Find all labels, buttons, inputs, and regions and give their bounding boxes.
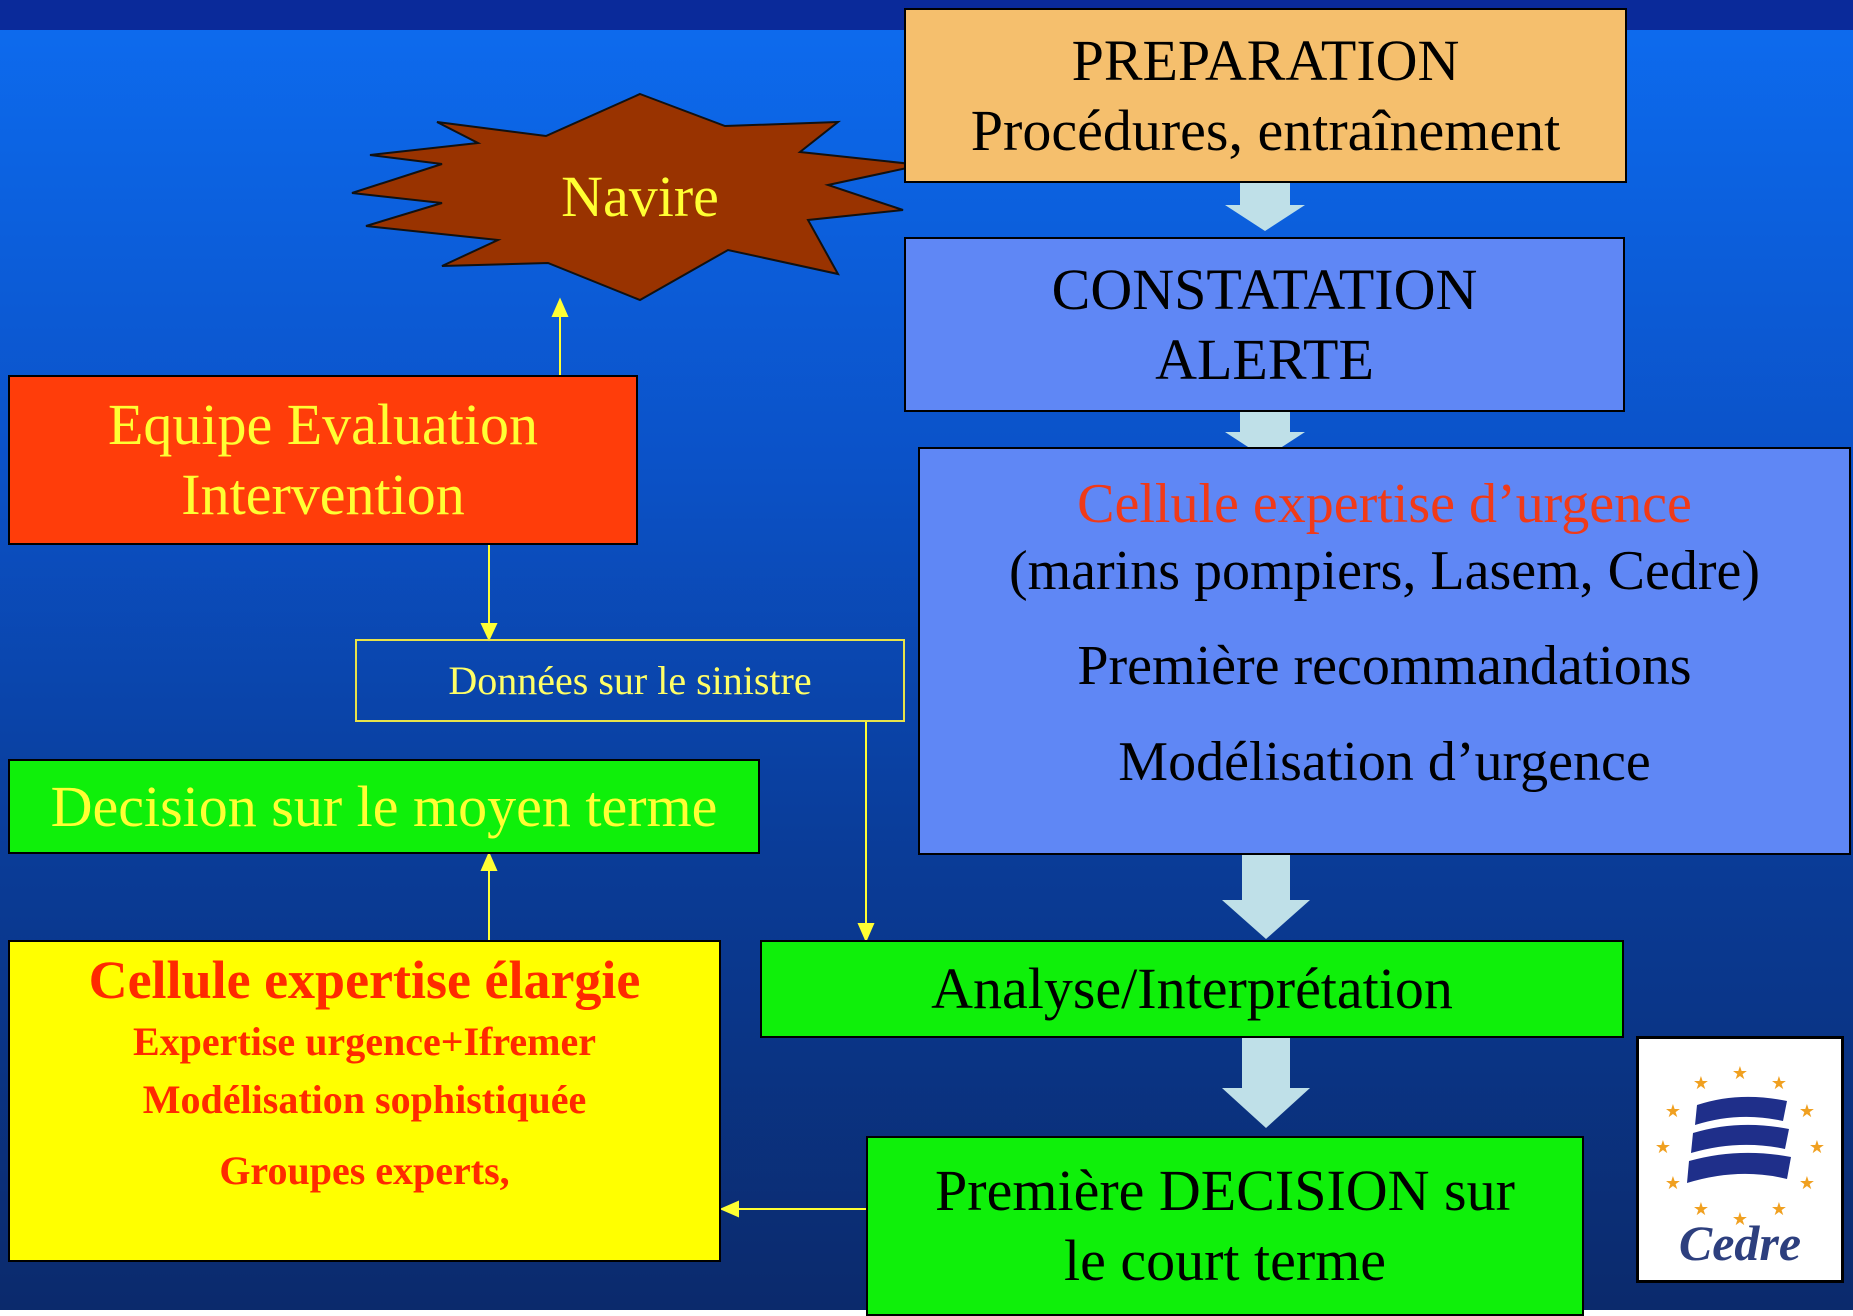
svg-text:★: ★ [1665,1173,1681,1193]
constatation-box: CONSTATATION ALERTE [904,237,1625,412]
cellule-elargie-line2: Modélisation sophistiquée [142,1076,587,1122]
navire-star-shape [351,92,922,302]
equipe-evaluation-box: Equipe Evaluation Intervention [8,375,638,545]
svg-text:★: ★ [1809,1137,1825,1157]
constatation-subtitle: ALERTE [1155,326,1374,392]
svg-text:★: ★ [1771,1199,1787,1219]
arrow-cellule-to-analyse [1222,855,1310,939]
donnees-sinistre-box: Données sur le sinistre [355,639,905,722]
cellule-urgence-title: Cellule expertise d’urgence [1077,473,1692,535]
premiere-decision-line2: le court terme [1063,1228,1387,1293]
svg-text:★: ★ [1693,1073,1709,1093]
cellule-urgence-box: Cellule expertise d’urgence (marins pomp… [918,447,1851,855]
cellule-elargie-title: Cellule expertise élargie [88,950,641,1010]
svg-text:★: ★ [1693,1199,1709,1219]
analyse-label: Analyse/Interprétation [931,956,1453,1022]
svg-text:★: ★ [1799,1173,1815,1193]
cedre-logo: ★ ★ ★ ★ ★ ★ ★ ★ ★ ★ ★ ★ Cedre [1636,1036,1844,1283]
svg-text:★: ★ [1771,1073,1787,1093]
analyse-box: Analyse/Interprétation [760,940,1624,1038]
arrow-preparation-to-constatation [1225,183,1305,231]
cedre-emblem-icon: ★ ★ ★ ★ ★ ★ ★ ★ ★ ★ ★ ★ [1655,1063,1825,1229]
svg-text:★: ★ [1655,1137,1671,1157]
premiere-decision-line1: Première DECISION sur [935,1158,1515,1224]
preparation-title: PREPARATION [1071,27,1460,93]
equipe-line2: Intervention [181,462,465,527]
cellule-urgence-members: (marins pompiers, Lasem, Cedre) [1008,540,1761,603]
svg-text:★: ★ [1732,1063,1748,1083]
equipe-line1: Equipe Evaluation [107,392,539,458]
constatation-title: CONSTATATION [1051,256,1478,322]
svg-text:★: ★ [1732,1209,1748,1229]
svg-text:★: ★ [1665,1101,1681,1121]
svg-text:★: ★ [1799,1101,1815,1121]
arrow-constatation-to-cellule [1225,412,1305,458]
arrow-analyse-to-premiere-decision [1222,1038,1310,1128]
premiere-decision-box: Première DECISION sur le court terme [866,1136,1584,1316]
cellule-urgence-modelisation: Modélisation d’urgence [1118,730,1651,793]
decision-moyen-terme-box: Decision sur le moyen terme [8,759,760,854]
cellule-elargie-box: Cellule expertise élargie Expertise urge… [8,940,721,1262]
navire-label: Navire [561,164,719,229]
preparation-subtitle: Procédures, entraînement [970,97,1561,163]
decision-moyen-label: Decision sur le moyen terme [50,773,718,839]
cellule-elargie-line1: Expertise urgence+Ifremer [133,1018,596,1064]
cellule-elargie-line3: Groupes experts, [219,1147,510,1193]
cellule-urgence-recommandations: Première recommandations [1077,635,1692,698]
donnees-label: Données sur le sinistre [448,657,812,703]
preparation-box: PREPARATION Procédures, entraînement [904,8,1627,183]
cedre-logo-text: Cedre [1678,1215,1802,1271]
